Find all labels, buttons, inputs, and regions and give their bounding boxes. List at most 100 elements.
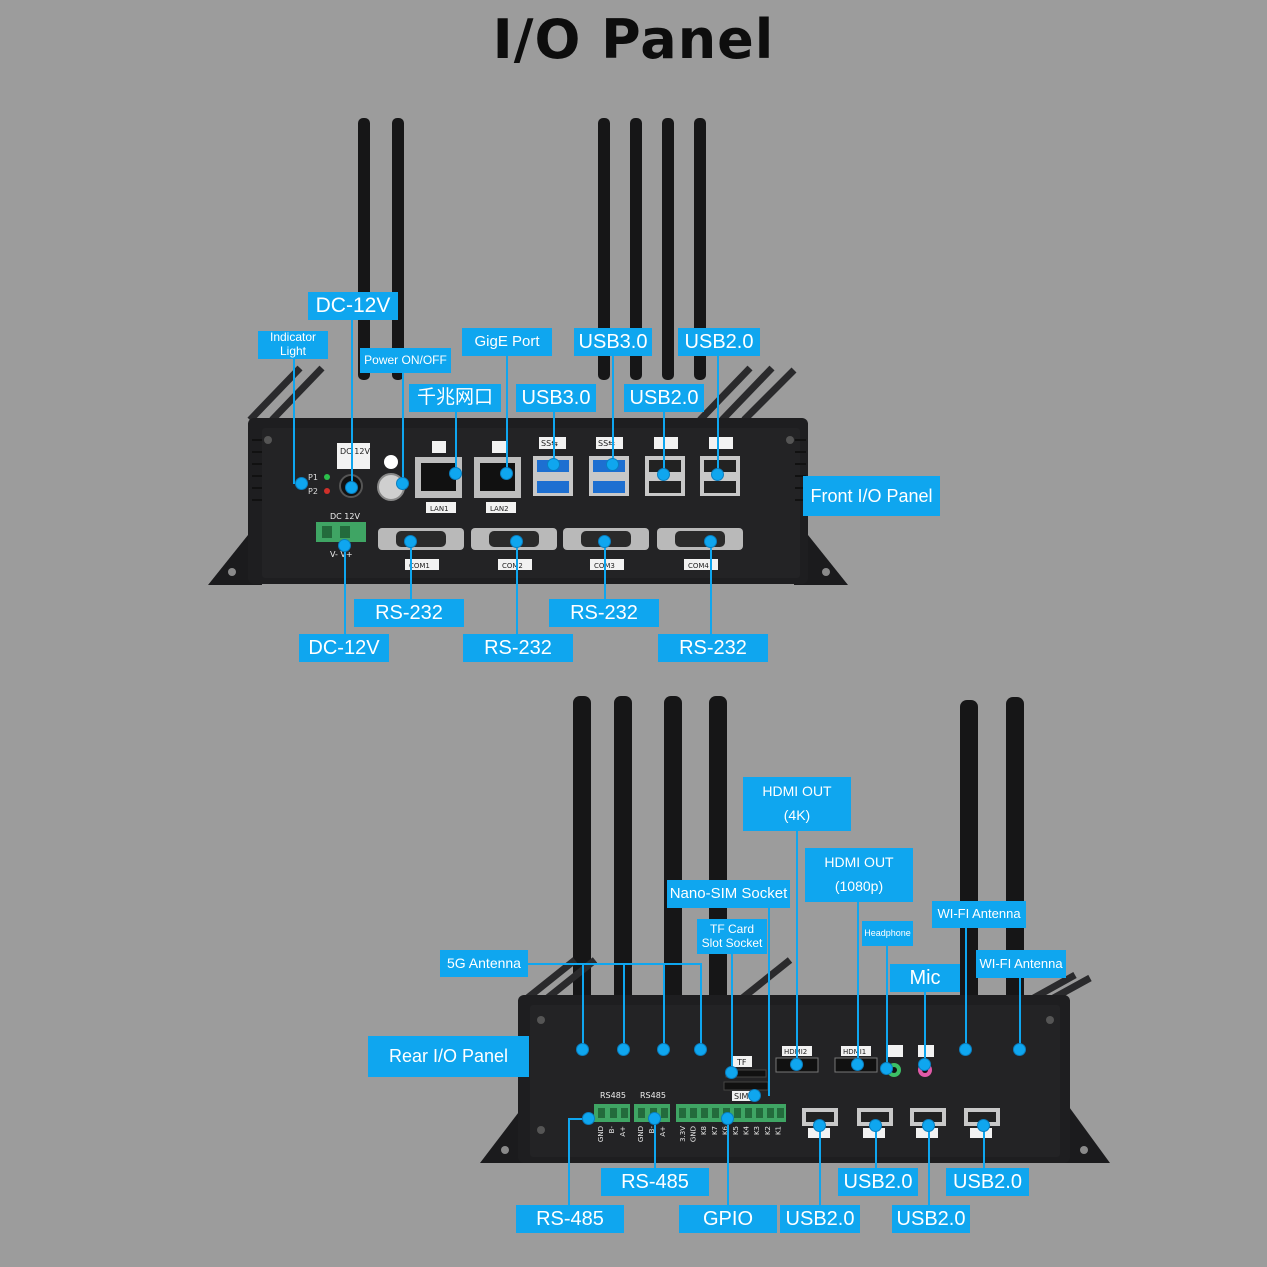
label-usb20-r2: USB2.0	[838, 1168, 918, 1196]
marker-dot	[851, 1058, 864, 1071]
ss2-text: SS⇆	[598, 439, 615, 448]
dc-terminal-text: DC 12V	[330, 512, 360, 521]
marker-dot	[959, 1043, 972, 1056]
label-usb20-r4: USB2.0	[946, 1168, 1029, 1196]
leader-line	[663, 410, 665, 474]
com4-text: COM4	[688, 562, 709, 570]
leader-line	[623, 963, 625, 1049]
label-rs232-d: RS-232	[658, 634, 768, 662]
marker-dot	[338, 539, 351, 552]
pin-label: K3	[753, 1126, 761, 1135]
label-dc12v-top: DC-12V	[308, 292, 398, 320]
label-usb20-top: USB2.0	[678, 328, 760, 356]
label-hdmi-1080p: HDMI OUT (1080p)	[805, 848, 913, 902]
pin-label: A+	[659, 1126, 667, 1137]
label-wifi-antenna-2: WI-FI Antenna	[976, 950, 1066, 978]
label-mic: Mic	[890, 964, 960, 992]
marker-dot	[582, 1112, 595, 1125]
label-usb30-top: USB3.0	[574, 328, 652, 356]
marker-dot	[510, 535, 523, 548]
label-headphone: Headphone	[862, 921, 913, 946]
pin-label: B-	[648, 1126, 656, 1134]
label-indicator-light: Indicator Light	[258, 330, 328, 359]
marker-dot	[790, 1058, 803, 1071]
pin-label: K7	[711, 1126, 719, 1135]
label-usb30-mid: USB3.0	[516, 384, 596, 412]
marker-dot	[918, 1058, 931, 1071]
leader-line	[928, 1124, 930, 1208]
marker-dot	[922, 1119, 935, 1132]
marker-dot	[657, 468, 670, 481]
leader-line	[506, 354, 508, 472]
marker-dot	[704, 535, 717, 548]
marker-dot	[449, 467, 462, 480]
hdmi1-text: HDMI1	[843, 1048, 866, 1056]
label-rs485-b: RS-485	[601, 1168, 709, 1196]
label-usb20-r1: USB2.0	[780, 1205, 860, 1233]
marker-dot	[694, 1043, 707, 1056]
leader-line	[612, 354, 614, 464]
pin-label: GND	[637, 1126, 645, 1142]
marker-dot	[576, 1043, 589, 1056]
label-usb20-mid: USB2.0	[624, 384, 704, 412]
label-wifi-antenna-1: WI-FI Antenna	[932, 901, 1026, 928]
leader-line	[604, 542, 606, 602]
marker-dot	[295, 477, 308, 490]
lan2-text: LAN2	[490, 505, 509, 513]
marker-dot	[813, 1119, 826, 1132]
pin-label: GND	[690, 1126, 698, 1142]
label-rs232-b: RS-232	[463, 634, 573, 662]
label-rs232-c: RS-232	[549, 599, 659, 627]
marker-dot	[880, 1062, 893, 1075]
rs485-1-text: RS485	[600, 1091, 626, 1100]
pin-label: GND	[597, 1126, 605, 1142]
marker-dot	[1013, 1043, 1026, 1056]
marker-dot	[345, 481, 358, 494]
pin-label: K4	[743, 1125, 751, 1135]
leader-line	[344, 546, 346, 636]
leader-line	[568, 1118, 588, 1120]
marker-dot	[404, 535, 417, 548]
marker-dot	[725, 1066, 738, 1079]
leader-line	[663, 963, 665, 1049]
marker-dot	[598, 535, 611, 548]
pin-label: 3.3V	[679, 1126, 687, 1142]
marker-dot	[648, 1112, 661, 1125]
leader-line	[1019, 976, 1021, 1050]
marker-dot	[606, 458, 619, 471]
hdmi2-text: HDMI2	[784, 1048, 807, 1056]
leader-line	[710, 542, 712, 636]
marker-dot	[977, 1119, 990, 1132]
label-rs485-a: RS-485	[516, 1205, 624, 1233]
marker-dot	[657, 1043, 670, 1056]
leader-line	[410, 542, 412, 602]
ss1-text: SS⇆	[541, 439, 558, 448]
marker-dot	[721, 1112, 734, 1125]
leader-line	[796, 830, 798, 1064]
sim-text: SIM	[734, 1092, 748, 1101]
leader-line	[402, 372, 404, 484]
leader-line	[528, 963, 702, 965]
leader-line	[582, 963, 584, 1049]
marker-dot	[869, 1119, 882, 1132]
label-front-io-panel: Front I/O Panel	[803, 476, 940, 516]
leader-line	[875, 1124, 877, 1170]
leader-line	[455, 410, 457, 472]
marker-dot	[500, 467, 513, 480]
label-gpio: GPIO	[679, 1205, 777, 1233]
label-hdmi-4k: HDMI OUT (4K)	[743, 777, 851, 831]
label-nano-sim: Nano-SIM Socket	[667, 880, 790, 908]
label-power-onoff: Power ON/OFF	[360, 348, 451, 373]
leader-line	[700, 963, 702, 1049]
label-dc12v-bottom: DC-12V	[299, 634, 389, 662]
leader-line	[819, 1124, 821, 1208]
leader-line	[965, 926, 967, 1050]
pin-label: K8	[700, 1126, 708, 1135]
leader-line	[924, 990, 926, 1064]
leader-line	[553, 410, 555, 464]
